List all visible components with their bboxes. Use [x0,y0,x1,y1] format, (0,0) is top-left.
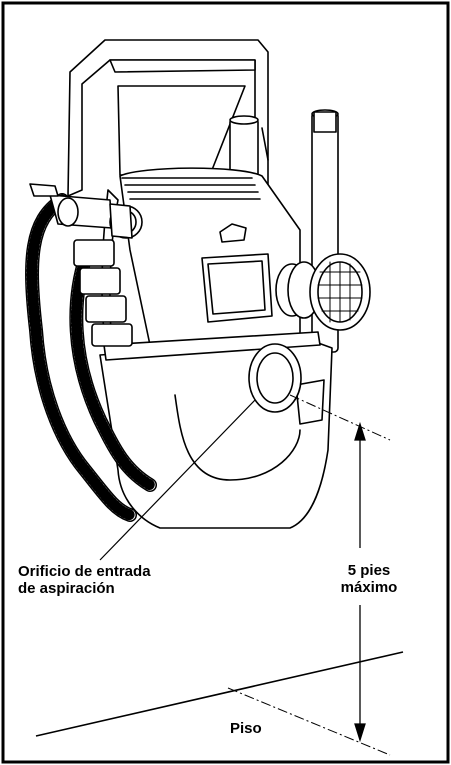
inlet-leader-line [99,399,256,561]
max-height-label-line1: 5 pies [347,562,391,579]
inlet-label-line1: Orificio de entrada [18,563,151,580]
max-height-label: 5 pies máximo [334,562,404,596]
floor-line [35,651,404,737]
inlet-label: Orificio de entrada de aspiración [18,563,151,597]
wet-dry-vacuum-illustration [25,39,371,529]
dimension-arrow [354,421,366,743]
inlet-reference-line [289,394,391,441]
inlet-label-line2: de aspiración [18,580,115,597]
max-height-label-line2: máximo [340,579,398,596]
floor-reference-line [227,687,391,756]
floor-label: Piso [230,720,262,737]
